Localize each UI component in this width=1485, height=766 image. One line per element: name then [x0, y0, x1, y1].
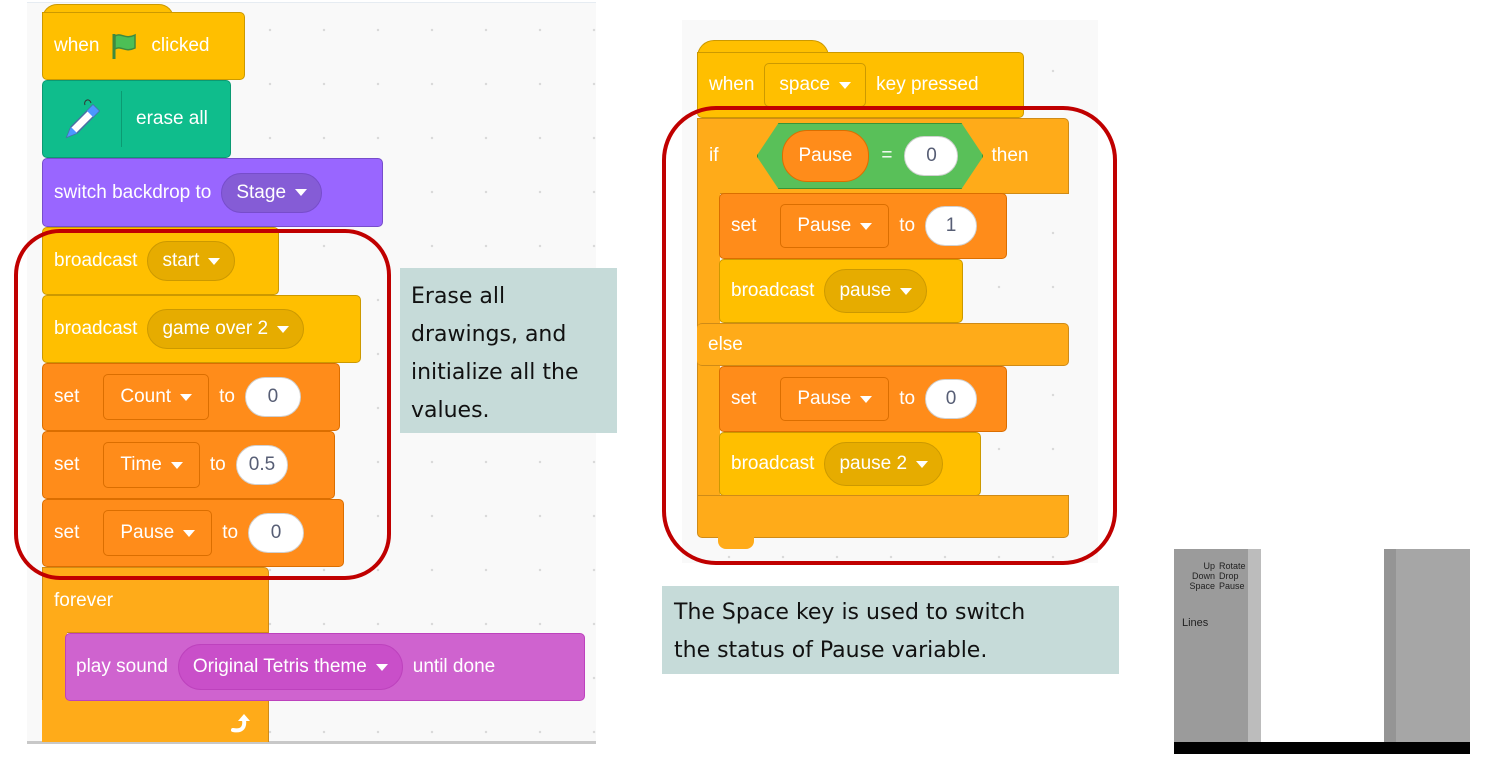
variable-dropdown[interactable]: Time — [103, 442, 200, 488]
set-pause-0-block[interactable]: set Pause to 0 — [719, 366, 1007, 432]
set-pause-block[interactable]: set Pause to 0 — [42, 499, 344, 567]
right-wall — [1384, 549, 1396, 742]
message-dropdown[interactable]: pause 2 — [824, 442, 944, 486]
variable-dropdown[interactable]: Pause — [780, 204, 890, 248]
broadcast-pause-block[interactable]: broadcast pause — [719, 259, 963, 323]
when-key-pressed-block[interactable]: when space key pressed — [697, 52, 1024, 118]
value-input[interactable]: 0 — [925, 379, 978, 419]
value-input[interactable]: 1 — [925, 206, 978, 246]
variable-dropdown[interactable]: Count — [103, 374, 210, 420]
message-dropdown[interactable]: start — [147, 241, 236, 281]
chevron-down-icon — [208, 257, 221, 265]
chevron-down-icon — [860, 395, 873, 403]
variable-dropdown[interactable]: Pause — [103, 510, 213, 556]
chevron-down-icon — [900, 287, 913, 295]
green-flag-icon — [112, 33, 137, 59]
sound-dropdown[interactable]: Original Tetris theme — [177, 644, 403, 690]
floor — [1174, 742, 1470, 754]
variable-dropdown[interactable]: Pause — [780, 377, 890, 421]
chevron-down-icon — [183, 529, 196, 537]
pen-icon — [65, 99, 101, 139]
forever-block[interactable]: forever — [42, 567, 269, 633]
switch-backdrop-block[interactable]: switch backdrop to Stage — [42, 158, 383, 227]
callout-right: The Space key is used to switch the stat… — [662, 586, 1119, 674]
pause-reporter[interactable]: Pause — [782, 130, 870, 182]
broadcast-start-block[interactable]: broadcast start — [42, 227, 279, 295]
backdrop-dropdown[interactable]: Stage — [221, 172, 323, 213]
value-input[interactable]: 0 — [904, 136, 958, 176]
chevron-down-icon — [375, 663, 388, 671]
loop-arrow-icon — [231, 714, 250, 733]
right-panel — [1396, 549, 1470, 742]
equals-operator[interactable]: Pause = 0 — [757, 123, 984, 189]
value-input[interactable]: 0 — [244, 377, 301, 417]
chevron-down-icon — [295, 189, 308, 196]
play-sound-block[interactable]: play sound Original Tetris theme until d… — [65, 633, 585, 701]
erase-all-block[interactable]: erase all — [42, 80, 231, 158]
message-dropdown[interactable]: pause — [824, 269, 928, 313]
left-panel — [1174, 549, 1248, 742]
if-else-block[interactable]: if Pause = 0 then — [697, 118, 1069, 194]
chevron-down-icon — [170, 461, 183, 469]
set-pause-1-block[interactable]: set Pause to 1 — [719, 193, 1007, 259]
left-wall — [1248, 549, 1261, 742]
message-dropdown[interactable]: game over 2 — [147, 309, 305, 349]
chevron-down-icon — [860, 222, 873, 230]
else-label-bar: else — [697, 323, 1069, 366]
if-else-bottom — [697, 495, 1069, 538]
broadcast-game-over-block[interactable]: broadcast game over 2 — [42, 295, 361, 363]
broadcast-pause-2-block[interactable]: broadcast pause 2 — [719, 432, 981, 496]
set-time-block[interactable]: set Time to 0.5 — [42, 431, 335, 499]
divider — [121, 91, 122, 147]
when-flag-clicked-block[interactable]: when clicked — [42, 12, 245, 80]
value-input[interactable]: 0.5 — [235, 445, 289, 485]
value-input[interactable]: 0 — [248, 513, 305, 553]
callout-left: Erase all drawings, and initialize all t… — [400, 268, 617, 433]
chevron-down-icon — [916, 460, 929, 468]
set-count-block[interactable]: set Count to 0 — [42, 363, 340, 431]
forever-bottom — [42, 700, 269, 742]
chevron-down-icon — [277, 325, 290, 333]
chevron-down-icon — [180, 393, 193, 401]
bottom-notch — [718, 537, 754, 549]
key-dropdown[interactable]: space — [764, 63, 867, 107]
stage-preview: Up Rotate Down Drop Space Pause Lines — [1174, 549, 1470, 754]
chevron-down-icon — [839, 81, 852, 89]
